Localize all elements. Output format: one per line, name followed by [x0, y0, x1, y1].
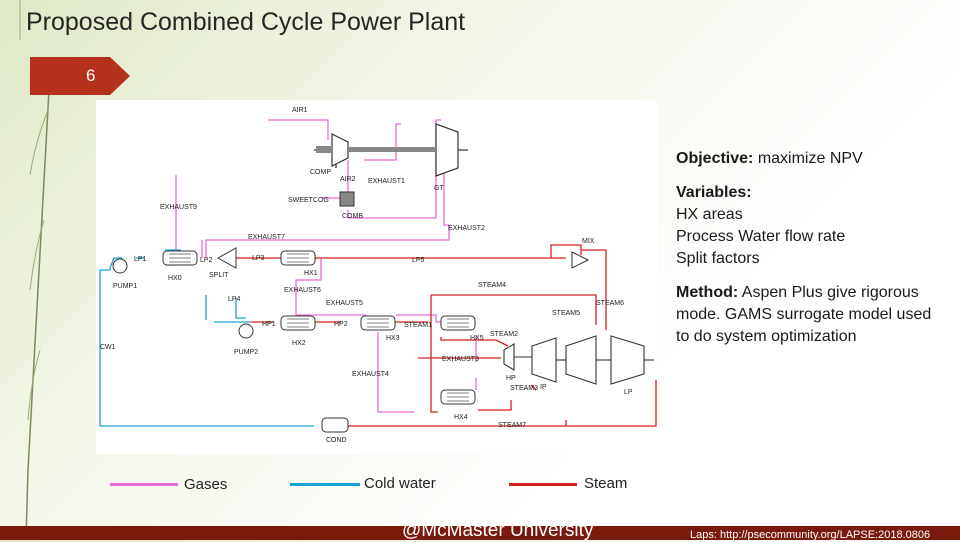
label-exhaust7: EXHAUST7	[248, 234, 285, 241]
label-split: SPLIT	[209, 272, 229, 279]
label-hp1: HP1	[262, 321, 276, 328]
label-exhaust4: EXHAUST4	[352, 371, 389, 378]
method-block: Method: Aspen Plus give rigorous mode. G…	[676, 282, 946, 348]
label-hx0: HX0	[168, 275, 182, 282]
label-mix: MIX	[582, 238, 595, 245]
label-lp3: LP3	[252, 255, 265, 262]
combustor	[339, 191, 355, 207]
hx-hatching	[169, 253, 469, 402]
label-steam4: STEAM4	[478, 282, 506, 289]
legend-label-gases: Gases	[184, 476, 228, 493]
steam-lines	[236, 244, 657, 427]
objective-label: Objective:	[676, 150, 754, 167]
label-lp5: LP5	[412, 257, 425, 264]
pumps	[112, 258, 254, 339]
variables-block: Variables: HX areas Process Water flow r…	[676, 182, 946, 270]
split-block	[216, 247, 237, 269]
label-steam2: STEAM2	[490, 331, 518, 338]
label-cw1: CW1	[100, 344, 116, 351]
label-exhaust6: EXHAUST6	[284, 287, 321, 294]
label-lp2: LP2	[200, 257, 213, 264]
variable-item: Split factors	[676, 250, 760, 267]
legend-swatch-steam	[509, 483, 577, 486]
label-ip: IP	[540, 384, 547, 391]
label-hx2: HX2	[292, 340, 306, 347]
label-exhaust9: EXHAUST9	[160, 204, 197, 211]
label-lp4: LP4	[228, 296, 241, 303]
footer-affiliation: @McMaster University	[402, 520, 594, 541]
legend-swatch-gases	[110, 483, 178, 486]
label-steam7: STEAM7	[498, 422, 526, 429]
slide-number-tab: 6	[30, 57, 130, 95]
label-steam5: STEAM5	[552, 310, 580, 317]
steam-turbines	[503, 335, 654, 385]
slide-title: Proposed Combined Cycle Power Plant	[26, 8, 466, 36]
gas-turbine-train	[316, 123, 468, 177]
label-gt: GT	[434, 185, 444, 192]
legend-label-cold-water: Cold water	[364, 475, 436, 492]
slide-number: 6	[86, 66, 96, 85]
label-lp: LP	[624, 389, 633, 396]
label-air2: AIR2	[340, 176, 356, 183]
legend-swatch-cold-water	[290, 483, 360, 486]
method-label: Method:	[676, 284, 739, 301]
label-steam1: STEAM1	[404, 322, 432, 329]
cold-water-lines	[99, 249, 314, 427]
variable-item: Process Water flow rate	[676, 228, 846, 245]
label-hx3: HX3	[386, 335, 400, 342]
mixer-block	[571, 251, 590, 269]
info-panel: Objective: maximize NPV Variables: HX ar…	[676, 148, 946, 360]
label-pump2: PUMP2	[234, 349, 258, 356]
label-cond: COND	[326, 437, 347, 444]
label-hx5: HX5	[470, 335, 484, 342]
variables-label: Variables:	[676, 184, 752, 201]
label-steam6: STEAM6	[596, 300, 624, 307]
objective-text: maximize NPV	[757, 150, 863, 167]
diagram-labels: AIR1 COMP AIR2 EXHAUST1 GT EXHAUST9 SWEE…	[100, 107, 633, 444]
legend-label-steam: Steam	[584, 475, 628, 492]
label-hx1: HX1	[304, 270, 318, 277]
label-lp1: LP1	[134, 256, 147, 263]
label-exhaust3: EXHAUST3	[442, 356, 479, 363]
label-hp2: HP2	[334, 321, 348, 328]
label-comp: COMP	[310, 169, 331, 176]
label-exhaust5: EXHAUST5	[326, 300, 363, 307]
label-steam3: STEAM3	[510, 385, 538, 392]
label-pump1: PUMP1	[113, 283, 137, 290]
process-flow-diagram: AIR1 COMP AIR2 EXHAUST1 GT EXHAUST9 SWEE…	[96, 100, 658, 454]
variable-item: HX areas	[676, 206, 743, 223]
label-sweetcog: SWEETCOG	[288, 197, 329, 204]
label-exhaust1: EXHAUST1	[368, 178, 405, 185]
label-exhaust2: EXHAUST2	[448, 225, 485, 232]
label-hx4: HX4	[454, 414, 468, 421]
method-text: Aspen Plus give rigorous mode. GAMS surr…	[676, 284, 932, 345]
footer-bar	[0, 526, 960, 540]
footer-source-link[interactable]: Laps: http://psecommunity.org/LAPSE:2018…	[690, 529, 931, 541]
flowsheet-svg: AIR1 COMP AIR2 EXHAUST1 GT EXHAUST9 SWEE…	[99, 107, 657, 444]
label-comb: COMB	[342, 213, 363, 220]
label-air1: AIR1	[292, 107, 308, 114]
label-hp: HP	[506, 375, 516, 382]
objective-block: Objective: maximize NPV	[676, 148, 946, 170]
